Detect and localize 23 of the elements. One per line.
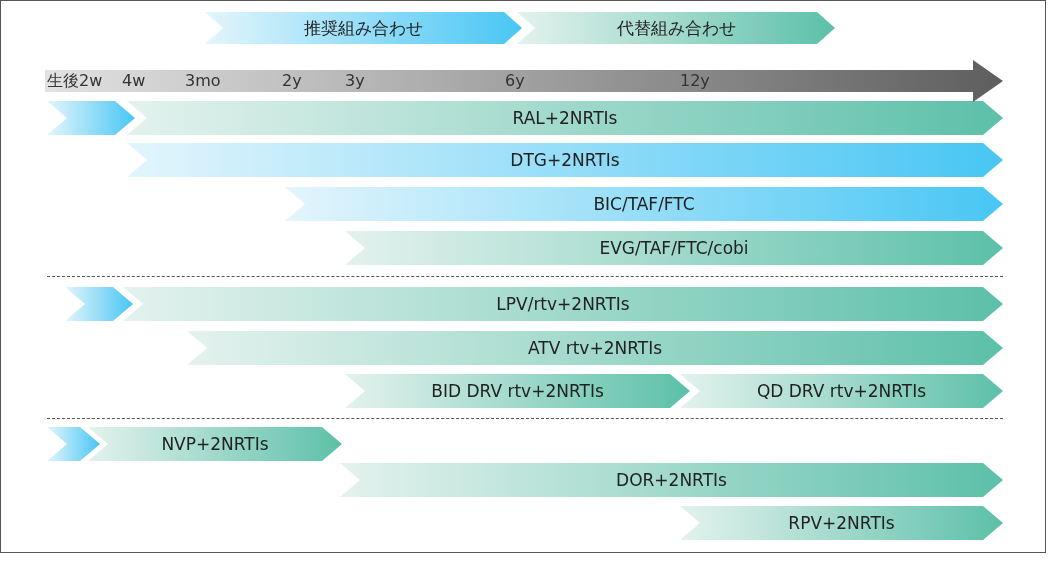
age-tick-label: 3mo xyxy=(185,71,221,90)
regimen-chevron-bar: NVP+2NRTIs xyxy=(88,427,342,461)
chevron-marker xyxy=(47,427,100,461)
regimen-chevron-bar: ATV rtv+2NRTIs xyxy=(187,331,1003,365)
age-tick-label: 6y xyxy=(505,71,525,90)
regimen-chevron-bar: QD DRV rtv+2NRTIs xyxy=(680,374,1003,408)
legend-chevron: 代替組み合わせ xyxy=(517,12,835,44)
regimen-chevron-bar: EVG/TAF/FTC/cobi xyxy=(345,231,1003,265)
age-tick-label: 2y xyxy=(282,71,302,90)
age-tick-label: 4w xyxy=(122,71,146,90)
legend-chevron: 推奨組み合わせ xyxy=(205,12,522,44)
regimen-chevron-bar: DTG+2NRTIs xyxy=(127,143,1003,177)
chevron-marker xyxy=(47,101,135,135)
chevron-marker xyxy=(65,287,133,321)
regimen-chevron-bar: BID DRV rtv+2NRTIs xyxy=(345,374,690,408)
age-tick-label: 12y xyxy=(680,71,710,90)
regimen-chevron-bar: RPV+2NRTIs xyxy=(680,506,1003,540)
regimen-chevron-bar: DOR+2NRTIs xyxy=(340,463,1003,497)
age-tick-label: 生後2w xyxy=(47,71,103,92)
regimen-chevron-bar: BIC/TAF/FTC xyxy=(285,187,1003,221)
age-tick-label: 3y xyxy=(345,71,365,90)
regimen-chevron-bar: RAL+2NRTIs xyxy=(127,101,1003,135)
regimen-chevron-bar: LPV/rtv+2NRTIs xyxy=(123,287,1003,321)
